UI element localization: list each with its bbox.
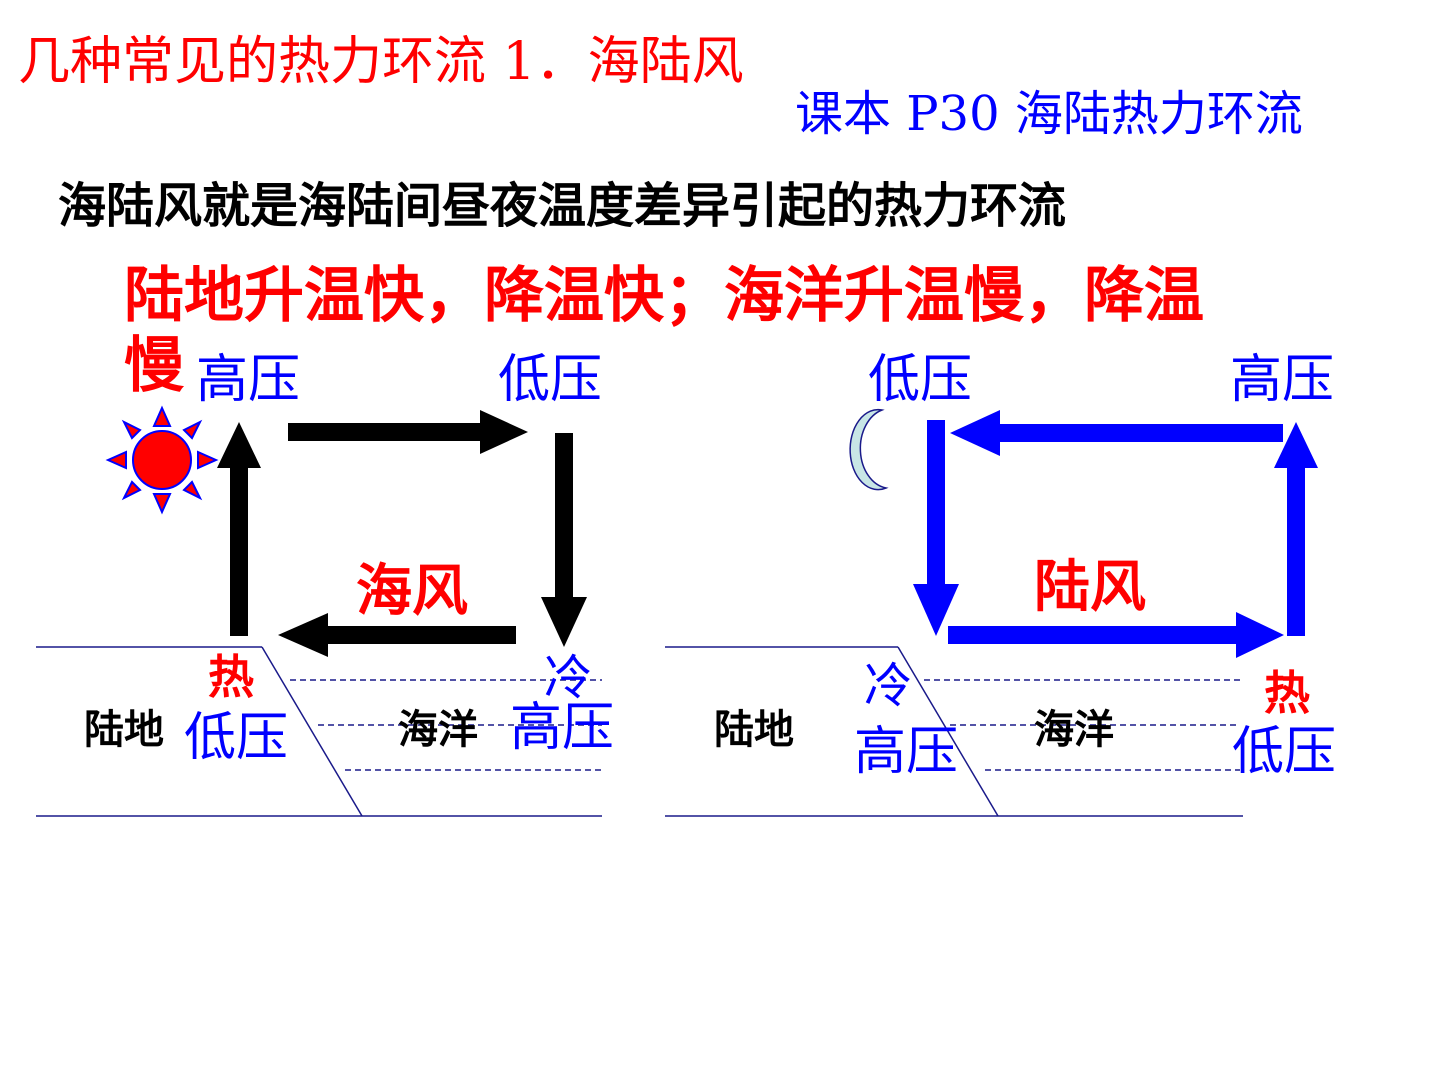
night-upper-right-pressure: 高压 (1230, 350, 1335, 410)
day-land-temp: 热 (208, 650, 254, 704)
day-upper-left-pressure: 高压 (196, 350, 301, 410)
day-arrow-right (288, 410, 528, 454)
night-arrow-up (1274, 422, 1318, 636)
night-arrow-left (950, 410, 1283, 456)
sun-icon (105, 405, 219, 515)
night-sea-pressure: 低压 (1232, 722, 1337, 782)
day-land-pressure: 低压 (184, 708, 289, 768)
sea-breeze-label: 海风 (356, 559, 468, 624)
night-arrow-down (913, 420, 959, 636)
slide-title: 几种常见的热力环流 1．海陆风 (18, 32, 744, 92)
moon-icon (849, 408, 889, 491)
day-sea-pressure: 高压 (510, 698, 615, 758)
night-sea-temp: 热 (1264, 666, 1310, 720)
night-land-label: 陆地 (714, 707, 794, 753)
note-line-1: 陆地升温快，降温快；海洋升温慢，降温 (124, 261, 1204, 331)
night-arrow-right (948, 612, 1284, 658)
night-diagram (665, 408, 1318, 817)
day-land-label: 陆地 (84, 707, 164, 753)
night-land-pressure: 高压 (854, 722, 959, 782)
night-coast-slope (897, 646, 999, 817)
night-upper-left-pressure: 低压 (868, 350, 973, 410)
note-line-2: 慢 (124, 331, 184, 401)
day-upper-right-pressure: 低压 (498, 350, 603, 410)
day-coast-slope (261, 646, 363, 817)
night-land-temp: 冷 (864, 658, 913, 714)
day-arrow-down (541, 433, 587, 647)
textbook-reference: 课本 P30 海陆热力环流 (795, 86, 1303, 142)
day-sea-label: 海洋 (398, 707, 478, 753)
day-arrow-up (217, 422, 261, 636)
day-diagram (36, 405, 602, 817)
day-arrow-left (278, 613, 516, 657)
land-breeze-label: 陆风 (1034, 555, 1146, 620)
day-sea-temp: 冷 (544, 650, 593, 706)
definition-text: 海陆风就是海陆间昼夜温度差异引起的热力环流 (58, 178, 1067, 234)
night-sea-label: 海洋 (1034, 707, 1114, 753)
